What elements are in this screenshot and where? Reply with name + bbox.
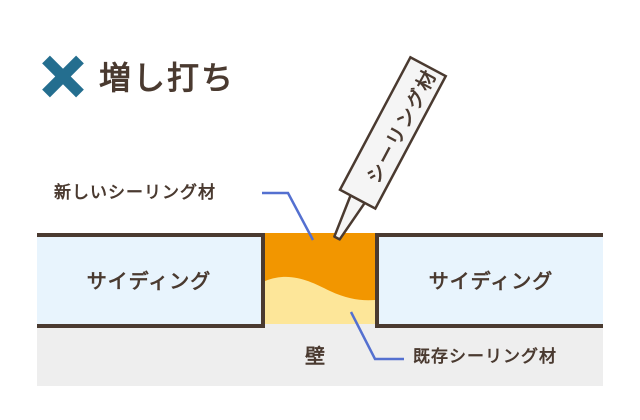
existing-sealant-fill xyxy=(265,276,375,324)
siding-right: サイディング xyxy=(375,233,603,328)
existing-sealant-callout: 既存シーリング材 xyxy=(413,347,557,367)
caulk-gun-tube xyxy=(338,55,448,211)
existing-sealant-leader xyxy=(349,311,404,361)
wall-label: 壁 xyxy=(305,344,325,368)
caulk-gun-nozzle xyxy=(333,194,366,241)
siding-right-label: サイディング xyxy=(428,269,554,293)
title: 増し打ち xyxy=(40,50,235,102)
sealant-joint xyxy=(265,233,375,324)
siding-left-label: サイディング xyxy=(86,269,212,293)
title-text: 増し打ち xyxy=(99,59,236,97)
new-sealant-leader xyxy=(262,191,315,241)
siding-left: サイディング xyxy=(37,233,265,328)
wall-band xyxy=(37,324,603,386)
new-sealant-callout: 新しいシーリング材 xyxy=(54,183,216,203)
